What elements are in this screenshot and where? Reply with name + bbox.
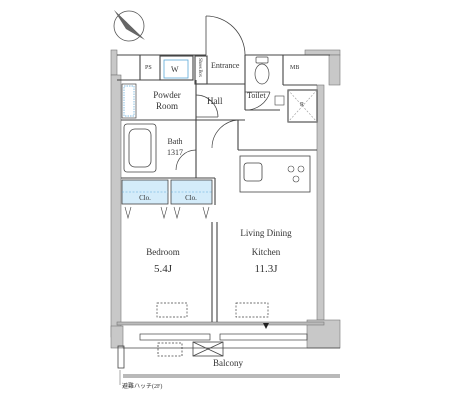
label-closet-right: Clo. — [185, 194, 197, 202]
interior-walls — [117, 54, 330, 322]
stove-icon — [287, 165, 305, 183]
label-bath: Bath — [167, 137, 183, 146]
label-bedroom-area: 5.4J — [153, 263, 173, 275]
label-w: W — [171, 65, 179, 74]
hall-door[interactable] — [211, 119, 239, 150]
label-mb: MB — [290, 65, 300, 71]
outer-walls — [110, 49, 341, 349]
powder-room-door[interactable] — [195, 94, 219, 118]
label-hall: Hall — [207, 96, 223, 106]
label-bath-size: 1317 — [167, 148, 183, 157]
footnote-evacuation-hatch: 避難ハッチ(2F) — [122, 384, 163, 390]
bathtub-icon — [123, 123, 157, 173]
small-cabinet — [274, 95, 285, 106]
toilet-door[interactable] — [244, 91, 271, 111]
sink-icon — [121, 83, 137, 119]
label-entrance: Entrance — [211, 61, 240, 70]
label-closet-left: Clo. — [139, 194, 151, 202]
compass-icon — [113, 10, 145, 42]
label-kitchen: Kitchen — [251, 247, 281, 257]
label-ldk-area: 11.3J — [254, 263, 278, 275]
label-bedroom: Bedroom — [146, 247, 180, 257]
label-powder: Powder — [153, 90, 181, 100]
entrance-door[interactable] — [205, 15, 246, 56]
closets — [121, 179, 213, 220]
toilet-icon — [254, 56, 270, 85]
label-shoes-box: Shoes Box — [197, 58, 202, 77]
window-sashes — [139, 302, 308, 341]
label-ps: PS — [145, 65, 152, 71]
label-living-dining: Living Dining — [240, 228, 292, 238]
bath-door[interactable] — [175, 149, 197, 171]
kitchen-counter — [239, 155, 311, 193]
label-r: R — [300, 102, 305, 108]
balcony-area — [117, 341, 340, 378]
label-room: Room — [155, 101, 179, 111]
washer-icon — [163, 59, 189, 79]
r-mark — [287, 89, 318, 123]
entry-arrow-icon — [263, 323, 269, 329]
label-balcony: Balcony — [213, 358, 243, 368]
label-toilet: Toilet — [247, 91, 266, 100]
